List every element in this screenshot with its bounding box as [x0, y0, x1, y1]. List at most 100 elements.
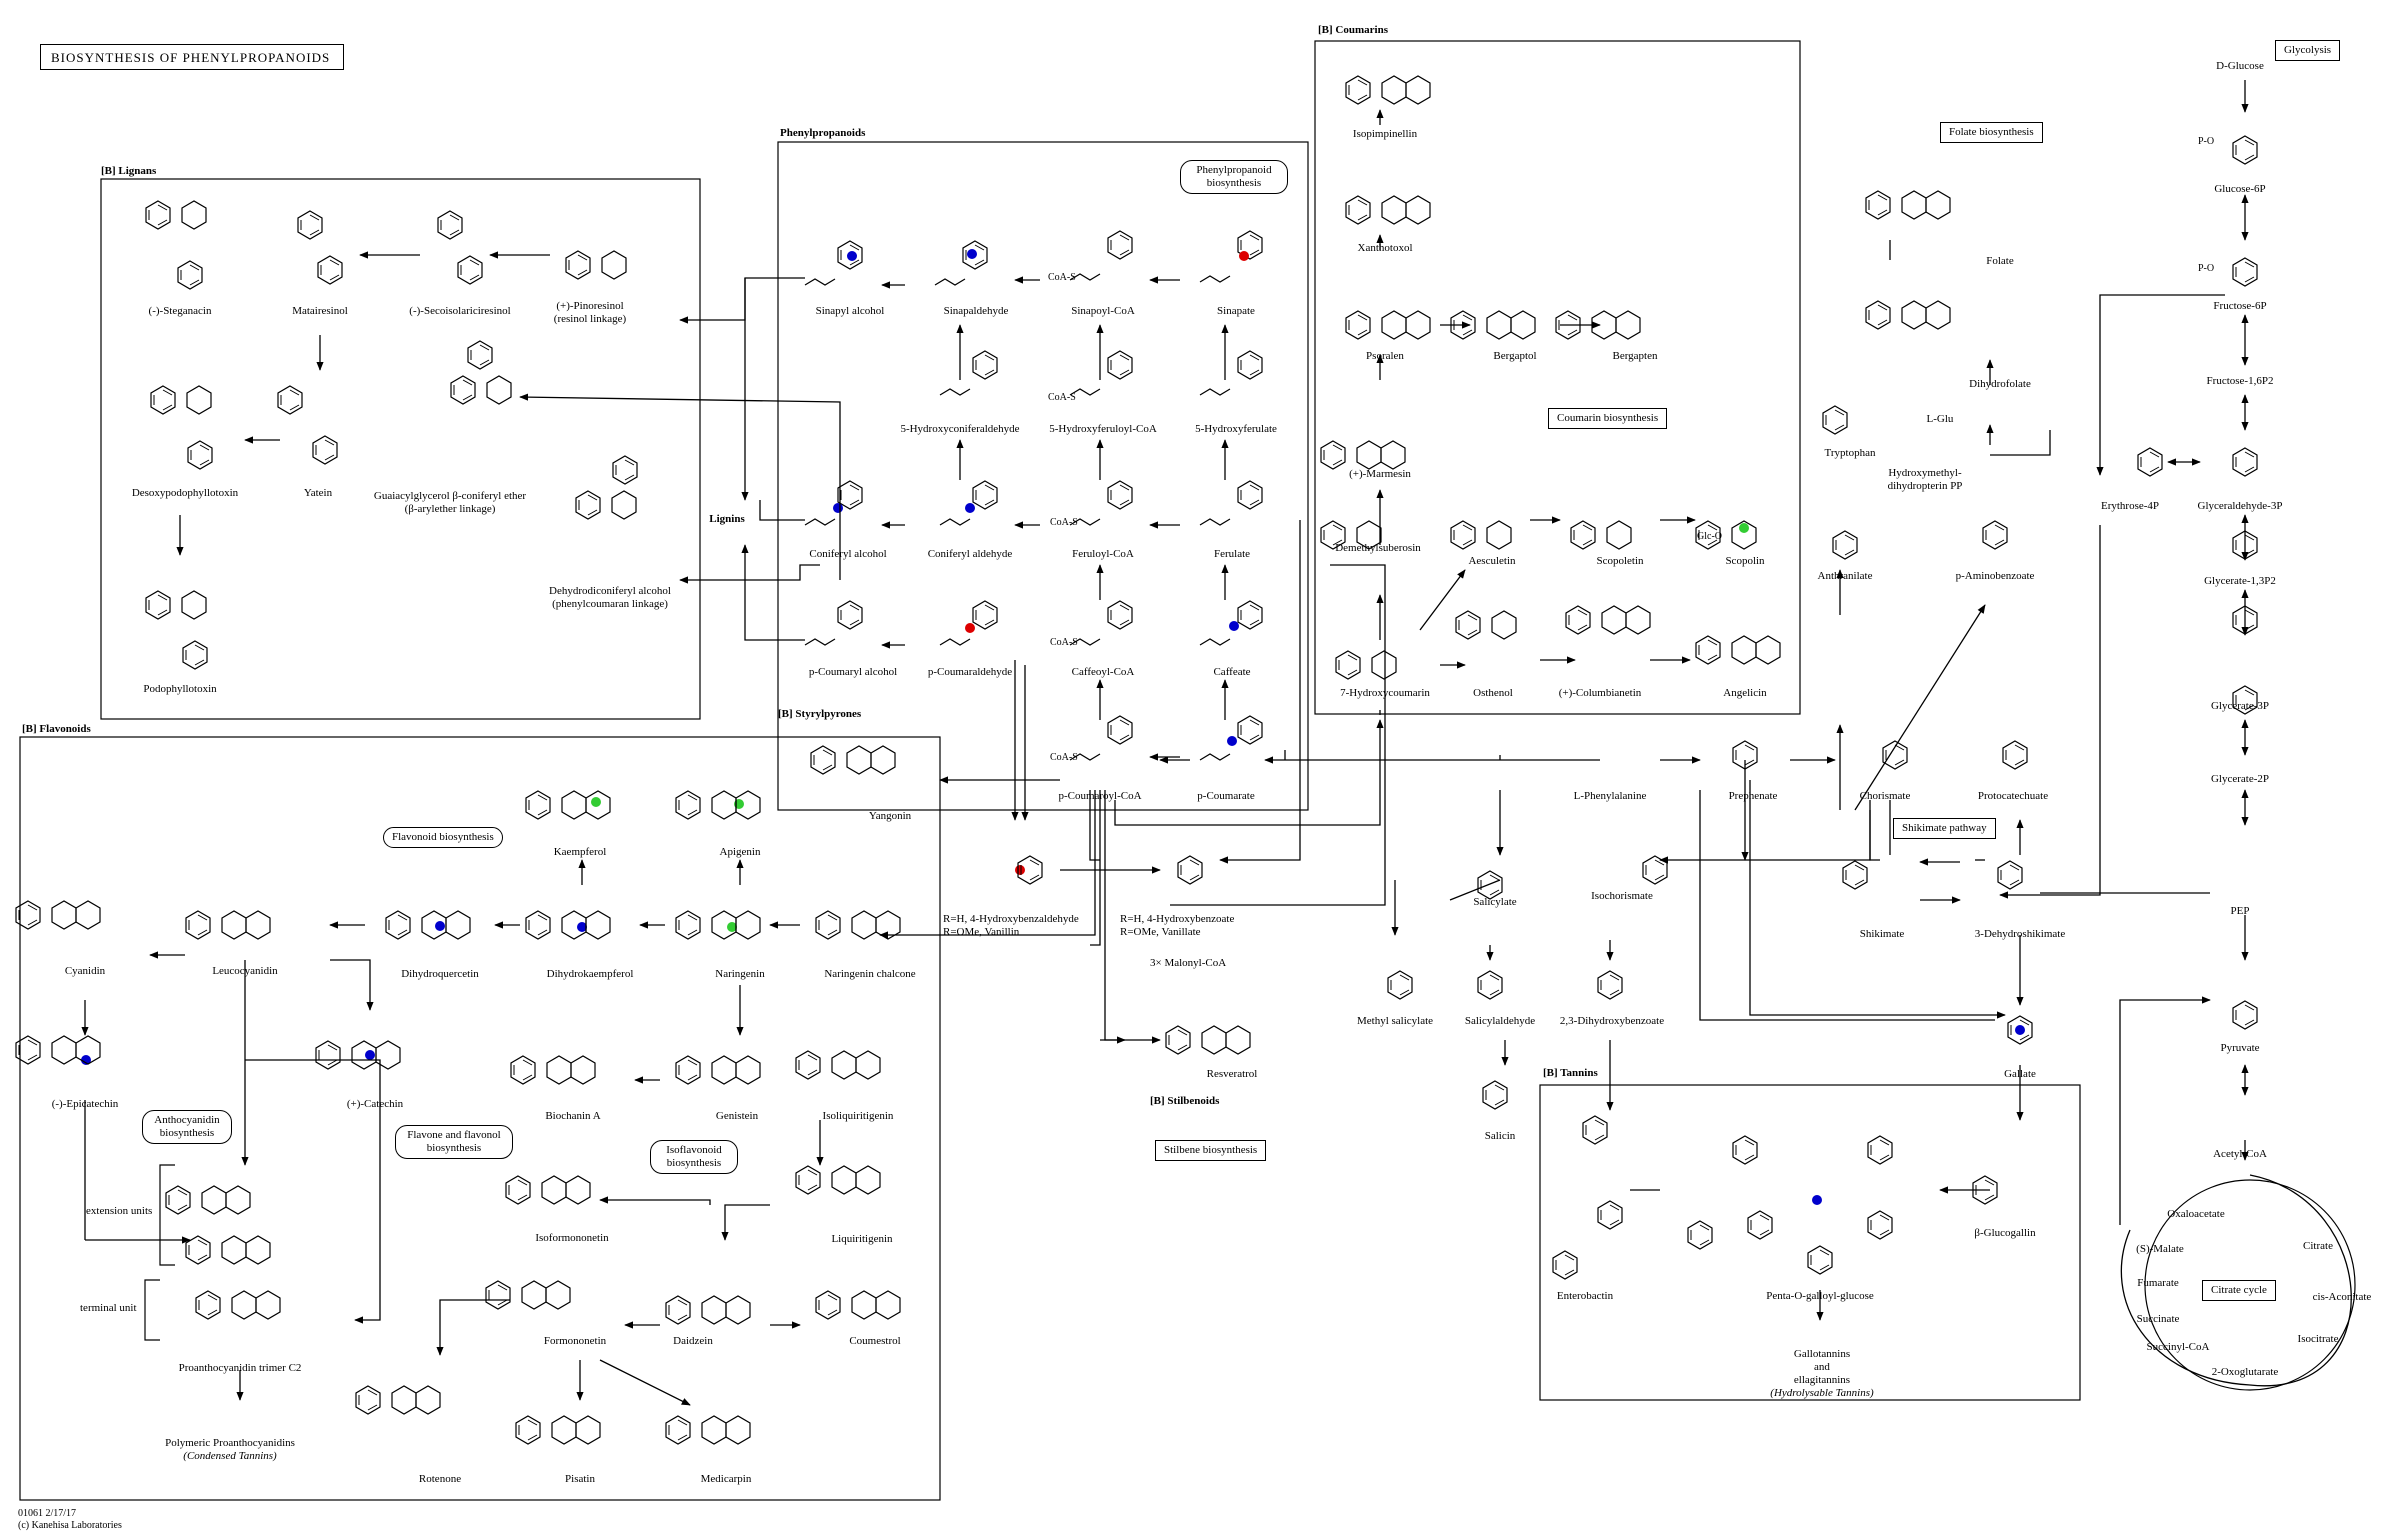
compound-citrate[interactable]: Citrate	[2303, 1240, 2333, 1252]
map-link-shikimate[interactable]: Shikimate pathway	[1893, 818, 1996, 839]
compound-p-coumarate[interactable]: p-Coumarate	[1197, 790, 1255, 802]
compound-5-hydroxyferulate[interactable]: 5-Hydroxyferulate	[1195, 423, 1277, 435]
compound-glycerate-2p[interactable]: Glycerate-2P	[2210, 773, 2270, 785]
compound-caffeoyl-coa[interactable]: Caffeoyl-CoA	[1071, 666, 1135, 678]
compound-shikimate[interactable]: Shikimate	[1859, 928, 1905, 940]
compound-oxaloacetate[interactable]: Oxaloacetate	[2167, 1208, 2225, 1220]
compound-succinate[interactable]: Succinate	[2136, 1313, 2180, 1325]
compound-salicin[interactable]: Salicin	[1484, 1130, 1516, 1142]
compound-salicylaldehyde[interactable]: Salicylaldehyde	[1464, 1015, 1536, 1027]
compound-apigenin[interactable]: Apigenin	[719, 846, 761, 858]
compound-protocatechuate[interactable]: Protocatechuate	[1977, 790, 2049, 802]
compound-pinoresinol[interactable]: (+)-Pinoresinol(resinol linkage)	[554, 300, 626, 326]
compound-epicatechin[interactable]: (-)-Epicatechin	[51, 1098, 119, 1110]
compound-yangonin[interactable]: Yangonin	[868, 810, 912, 822]
compound-7-hydroxycoumarin[interactable]: 7-Hydroxycoumarin	[1340, 687, 1430, 699]
compound-bergaptol[interactable]: Bergaptol	[1493, 350, 1537, 362]
compound-fumarate[interactable]: Fumarate	[2137, 1277, 2179, 1289]
compound-erythrose-4p[interactable]: Erythrose-4P	[2100, 500, 2160, 512]
compound-genistein[interactable]: Genistein	[715, 1110, 759, 1122]
compound-coumestrol[interactable]: Coumestrol	[849, 1335, 901, 1347]
map-link-stilbene[interactable]: Stilbene biosynthesis	[1155, 1140, 1267, 1161]
compound-hydroxymethyl-dihydropterin-pp[interactable]: Hydroxymethyl-dihydropterin PP	[1888, 467, 1963, 493]
compound-tryptophan[interactable]: Tryptophan	[1824, 447, 1876, 459]
compound-p-coumaraldehyde[interactable]: p-Coumaraldehyde	[927, 666, 1013, 678]
compound-sinapaldehyde[interactable]: Sinapaldehyde	[943, 305, 1009, 317]
compound-isochorismate[interactable]: Isochorismate	[1591, 890, 1653, 902]
compound-glycerate-1-3p2[interactable]: Glycerate-1,3P2	[2204, 575, 2276, 587]
compound-guaiacylglycerol[interactable]: Guaiacylglycerol β-coniferyl ether(β-ary…	[374, 490, 526, 516]
compound-aesculetin[interactable]: Aesculetin	[1468, 555, 1516, 567]
compound-malonyl-coa[interactable]: 3× Malonyl-CoA	[1150, 957, 1227, 969]
compound-leucocyanidin[interactable]: Leucocyanidin	[212, 965, 278, 977]
compound-glucose-6p[interactable]: Glucose-6P	[2214, 183, 2266, 195]
compound-osthenol[interactable]: Osthenol	[1473, 687, 1513, 699]
map-link-flavone[interactable]: Flavone and flavonol biosynthesis	[395, 1125, 513, 1159]
compound-liquiritigenin[interactable]: Liquiritigenin	[831, 1233, 893, 1245]
compound-daidzein[interactable]: Daidzein	[673, 1335, 713, 1347]
compound-salicylate[interactable]: Salicylate	[1473, 896, 1517, 908]
compound-pisatin[interactable]: Pisatin	[565, 1473, 595, 1485]
compound-isocitrate[interactable]: Isocitrate	[2297, 1333, 2339, 1345]
compound-ferulate[interactable]: Ferulate	[1213, 548, 1251, 560]
compound-caffeate[interactable]: Caffeate	[1213, 666, 1251, 678]
compound-5-hydroxyferuloyl-coa[interactable]: 5-Hydroxyferuloyl-CoA	[1049, 423, 1157, 435]
compound-naringenin[interactable]: Naringenin	[715, 968, 765, 980]
compound-resveratrol[interactable]: Resveratrol	[1206, 1068, 1258, 1080]
compound-glycerate-3p[interactable]: Glycerate-3P	[2210, 700, 2270, 712]
compound-scopolin[interactable]: Scopolin	[1725, 555, 1765, 567]
compound-lignins[interactable]: Lignins	[709, 513, 745, 525]
compound-methyl-salicylate[interactable]: Methyl salicylate	[1356, 1015, 1434, 1027]
compound-cyanidin[interactable]: Cyanidin	[64, 965, 106, 977]
compound-dehydrodiconiferyl[interactable]: Dehydrodiconiferyl alcohol(phenylcoumara…	[549, 585, 671, 611]
compound-2-3-dihydroxybenzoate[interactable]: 2,3-Dihydroxybenzoate	[1559, 1015, 1665, 1027]
compound-naringenin-chalcone[interactable]: Naringenin chalcone	[824, 968, 916, 980]
compound-yatein[interactable]: Yatein	[303, 487, 333, 499]
compound-proanthocyanidin-trimer[interactable]: Proanthocyanidin trimer C2	[178, 1362, 302, 1374]
compound-isopimpinellin[interactable]: Isopimpinellin	[1352, 128, 1418, 140]
compound-medicarpin[interactable]: Medicarpin	[700, 1473, 752, 1485]
compound-penta-o-galloyl-glucose[interactable]: Penta-O-galloyl-glucose	[1766, 1290, 1874, 1302]
compound-d-glucose[interactable]: D-Glucose	[2216, 60, 2264, 72]
compound-secoisolariciresinol[interactable]: (-)-Secoisolariciresinol	[409, 305, 511, 317]
compound-rotenone[interactable]: Rotenone	[418, 1473, 462, 1485]
compound-xanthotoxol[interactable]: Xanthotoxol	[1357, 242, 1413, 254]
map-link-glycolysis[interactable]: Glycolysis	[2275, 40, 2341, 61]
compound-bergapten[interactable]: Bergapten	[1612, 350, 1658, 362]
compound-podophyllotoxin[interactable]: Podophyllotoxin	[143, 683, 217, 695]
compound-l-phenylalanine[interactable]: L-Phenylalanine	[1573, 790, 1647, 802]
map-link-phenylpropanoid[interactable]: Phenylpropanoid biosynthesis	[1180, 160, 1288, 194]
compound-gallate[interactable]: Gallate	[2004, 1068, 2036, 1080]
compound-pep[interactable]: PEP	[2230, 905, 2250, 917]
compound-sinapoyl-coa[interactable]: Sinapoyl-CoA	[1071, 305, 1135, 317]
compound-columbianetin[interactable]: (+)-Columbianetin	[1558, 687, 1642, 699]
compound-dihydroquercetin[interactable]: Dihydroquercetin	[401, 968, 479, 980]
compound-isoformononetin[interactable]: Isoformononetin	[535, 1232, 609, 1244]
compound-fructose-6p[interactable]: Fructose-6P	[2213, 300, 2267, 312]
compound-3-dehydroshikimate[interactable]: 3-Dehydroshikimate	[1974, 928, 2066, 940]
compound-fructose-1-6p2[interactable]: Fructose-1,6P2	[2206, 375, 2274, 387]
compound-dihydrofolate[interactable]: Dihydrofolate	[1969, 378, 2031, 390]
map-link-isoflavonoid[interactable]: Isoflavonoid biosynthesis	[650, 1140, 738, 1174]
compound-l-glu[interactable]: L-Glu	[1926, 413, 1954, 425]
compound-marmesin[interactable]: (+)-Marmesin	[1349, 468, 1411, 480]
compound-pyruvate[interactable]: Pyruvate	[2220, 1042, 2260, 1054]
compound-psoralen[interactable]: Psoralen	[1366, 350, 1404, 362]
compound-p-coumaryl-alcohol[interactable]: p-Coumaryl alcohol	[808, 666, 898, 678]
map-link-anthocyanidin[interactable]: Anthocyanidin biosynthesis	[142, 1110, 232, 1144]
compound-sinapate[interactable]: Sinapate	[1217, 305, 1255, 317]
compound-cis-aconitate[interactable]: cis-Aconitate	[2312, 1291, 2372, 1303]
compound-polymeric-proanthocyanidins[interactable]: Polymeric Proanthocyanidins(Condensed Ta…	[165, 1437, 295, 1463]
compound-succinyl-coa[interactable]: Succinyl-CoA	[2146, 1341, 2210, 1353]
compound-catechin[interactable]: (+)-Catechin	[346, 1098, 404, 1110]
compound-p-aminobenzoate[interactable]: p-Aminobenzoate	[1955, 570, 2035, 582]
compound-kaempferol[interactable]: Kaempferol	[553, 846, 607, 858]
compound-isoliquiritigenin[interactable]: Isoliquiritigenin	[822, 1110, 894, 1122]
compound-matairesinol[interactable]: Matairesinol	[292, 305, 348, 317]
compound-glyceraldehyde-3p[interactable]: Glyceraldehyde-3P	[2197, 500, 2283, 512]
compound-coniferyl-aldehyde[interactable]: Coniferyl aldehyde	[927, 548, 1013, 560]
compound-formononetin[interactable]: Formononetin	[543, 1335, 607, 1347]
compound-coniferyl-alcohol[interactable]: Coniferyl alcohol	[809, 548, 887, 560]
